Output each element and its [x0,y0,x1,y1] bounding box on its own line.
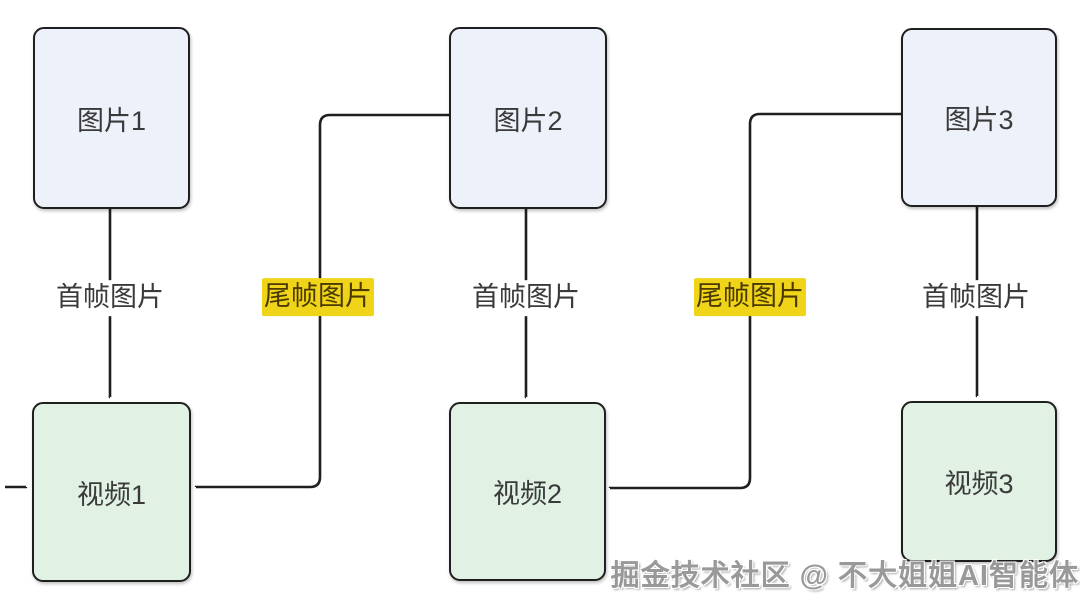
node-video3-label: 视频3 [944,469,1014,499]
node-video1-label: 视频1 [76,479,147,510]
node-image3: 图片3 [901,28,1057,207]
edge-label-first-frame-2: 首帧图片 [466,280,586,316]
node-image1: 图片1 [33,27,190,209]
edge-label-last-frame-2: 尾帧图片 [694,278,806,316]
edge-label-first-frame-3: 首帧图片 [916,280,1036,316]
edge-label-first-frame-1: 首帧图片 [50,280,170,316]
node-image2-label: 图片2 [493,105,563,136]
node-video2: 视频2 [449,402,606,581]
watermark-text: 掘金技术社区 @ 不大姐姐AI智能体 [610,560,1079,592]
node-video3: 视频3 [901,401,1057,562]
node-image1-label: 图片1 [76,105,147,136]
node-image2: 图片2 [449,27,607,209]
edge-label-last-frame-1: 尾帧图片 [262,278,374,316]
node-video1: 视频1 [32,402,191,582]
node-image3-label: 图片3 [944,105,1014,135]
node-video2-label: 视频2 [492,479,563,509]
